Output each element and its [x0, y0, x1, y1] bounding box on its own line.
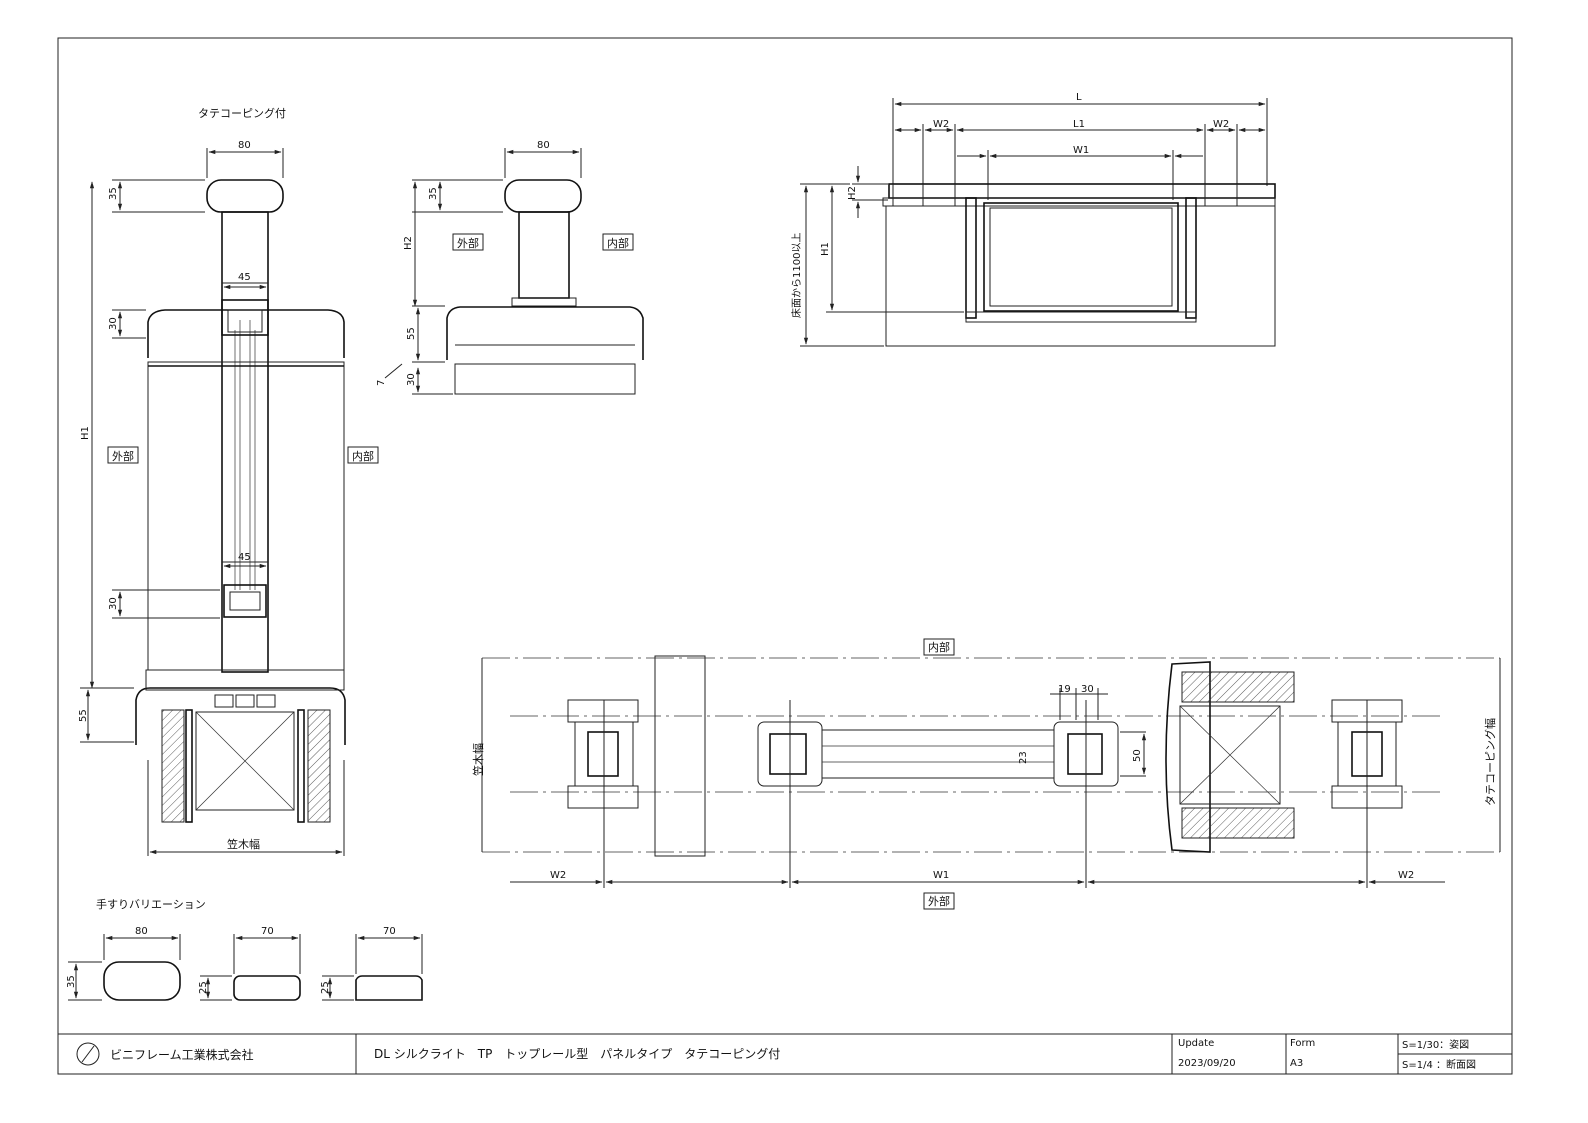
plan-dim-W2-right: W2 [1398, 870, 1414, 881]
elev-dim-H1: H1 [820, 242, 831, 256]
handrail-variation-2 [233, 975, 301, 1001]
section-dim-45-top: 45 [238, 272, 251, 283]
end-dim-7: 7 [376, 380, 387, 386]
section-dim-30-top: 30 [108, 317, 119, 330]
elev-dim-W2-left: W2 [933, 119, 949, 130]
plan-wall-top [1181, 671, 1295, 703]
handrail-3-width: 70 [383, 926, 396, 937]
section-view: タテコーピング付 80 35 45 30 外部 内部 H1 45 [78, 106, 379, 856]
section-top-rail [147, 309, 345, 358]
plan-coping [1165, 661, 1211, 853]
section-kasagi [135, 687, 346, 745]
elev-dim-W1: W1 [1073, 145, 1089, 156]
update-label: Update [1178, 1038, 1214, 1049]
end-exterior-label: 外部 [457, 236, 479, 250]
end-dim-h2: H2 [403, 236, 414, 250]
scale-2: S=1/4 ：断面図 [1402, 1058, 1476, 1071]
elev-base [885, 205, 1276, 347]
section-panel [147, 361, 345, 671]
handrail-variations-title: 手すりバリエーション [96, 897, 206, 911]
section-exterior-label: 外部 [112, 449, 134, 463]
section-timber [195, 711, 295, 811]
title-block: ビニフレーム工業株式会社 DL シルクライト TP トップレール型 パネルタイプ… [57, 1033, 1513, 1075]
section-dim-45-bot: 45 [238, 552, 251, 563]
handrail-3-height: 25 [320, 981, 331, 994]
plan-dim-W2-left: W2 [550, 870, 566, 881]
plan-kasagi-width: 笠木幅 [471, 743, 485, 776]
elev-dim-L1: L1 [1073, 119, 1085, 130]
update-value: 2023/09/20 [1178, 1058, 1236, 1069]
elev-dim-H2: H2 [847, 186, 858, 200]
plan-interior-label: 内部 [928, 640, 950, 654]
sheet-border [57, 37, 1513, 1075]
form-value: A3 [1290, 1058, 1303, 1069]
handrail-2-height: 25 [198, 981, 209, 994]
handrail-variations: 手すりバリエーション 80 35 70 25 70 25 [66, 897, 423, 1001]
plan-kasagi-block [654, 655, 706, 857]
section-dim-h1: H1 [80, 426, 91, 440]
elevation-view: L W2 L1 W2 W1 H2 H1 [790, 92, 1276, 347]
end-rail-body [446, 306, 644, 360]
plan-dim-30: 30 [1081, 684, 1094, 695]
plan-dim-23: 23 [1018, 751, 1029, 764]
section-dim-80: 80 [238, 140, 251, 151]
company-name: ビニフレーム工業株式会社 [110, 1047, 254, 1062]
section-dim-35: 35 [108, 187, 119, 200]
handrail-variation-3 [355, 975, 423, 1001]
plan-coping-width: タテコーピング幅 [1483, 718, 1497, 806]
end-dim-55: 55 [406, 327, 417, 340]
section-handrail-top [206, 179, 284, 213]
plan-dim-19: 19 [1058, 684, 1071, 695]
plan-timber [1179, 705, 1281, 805]
drawing-title: DL シルクライト TP トップレール型 パネルタイプ タテコーピング付 [374, 1047, 780, 1061]
plan-dim-50: 50 [1132, 749, 1143, 762]
section-wall-right [307, 709, 331, 823]
end-dim-30: 30 [406, 373, 417, 386]
end-dim-80: 80 [537, 140, 550, 151]
plan-wall-bottom [1181, 807, 1295, 839]
handrail-2-width: 70 [261, 926, 274, 937]
plan-exterior-label: 外部 [928, 894, 950, 908]
end-view: 80 35 H2 外部 内部 55 30 7 [376, 140, 644, 395]
elev-dim-W2-right: W2 [1213, 119, 1229, 130]
plan-dim-W1: W1 [933, 870, 949, 881]
form-label: Form [1290, 1038, 1315, 1049]
section-wall-left [161, 709, 185, 823]
elev-panel [983, 202, 1179, 312]
scale-1: S=1/30：姿図 [1402, 1038, 1469, 1051]
section-view-title: タテコーピング付 [198, 106, 286, 120]
section-dim-55: 55 [78, 709, 89, 722]
end-dim-35: 35 [428, 187, 439, 200]
company-logo [76, 1042, 100, 1066]
end-interior-label: 内部 [607, 236, 629, 250]
plan-view: 内部 笠木幅 タテコーピング幅 19 30 23 50 [471, 638, 1501, 910]
handrail-variation-1 [103, 961, 181, 1001]
handrail-1-height: 35 [66, 975, 77, 988]
section-dim-base-width: 笠木幅 [227, 837, 260, 851]
elev-handrail [888, 183, 1276, 199]
end-base [454, 363, 636, 395]
end-handrail [504, 179, 582, 213]
section-interior-label: 内部 [352, 449, 374, 463]
end-post [518, 211, 570, 299]
handrail-1-width: 80 [135, 926, 148, 937]
section-post [221, 211, 269, 673]
elev-dim-L: L [1076, 92, 1082, 103]
section-dim-30-bot: 30 [108, 597, 119, 610]
elev-floor-note: 床面から1100以上 [790, 233, 803, 318]
